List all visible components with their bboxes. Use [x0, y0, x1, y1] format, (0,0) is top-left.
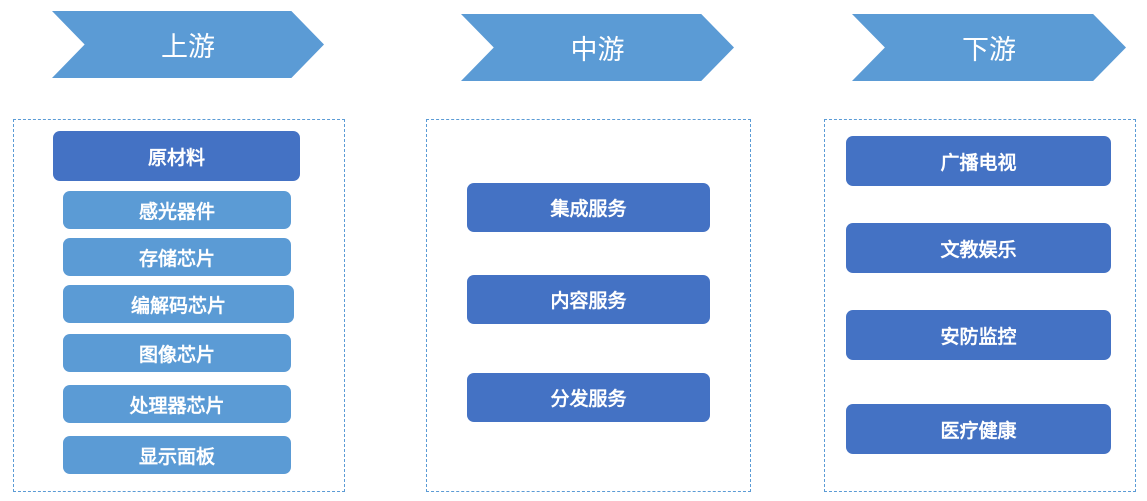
downstream-item: 文教娱乐: [846, 223, 1111, 273]
upstream-item: 存储芯片: [63, 238, 291, 276]
midstream-header: 中游: [461, 14, 734, 81]
upstream-header: 上游: [52, 11, 324, 78]
midstream-panel: [426, 119, 751, 492]
upstream-item: 显示面板: [63, 436, 291, 474]
midstream-item: 内容服务: [467, 275, 710, 324]
downstream-item: 医疗健康: [846, 404, 1111, 454]
downstream-panel: [824, 119, 1136, 492]
upstream-item: 感光器件: [63, 191, 291, 229]
upstream-header-label: 上游: [161, 32, 215, 63]
downstream-item: 安防监控: [846, 310, 1111, 360]
upstream-main-box: 原材料: [53, 131, 300, 181]
midstream-header-label: 中游: [570, 35, 625, 66]
midstream-item: 分发服务: [467, 373, 710, 422]
upstream-panel: [13, 119, 345, 492]
downstream-item: 广播电视: [846, 136, 1111, 186]
upstream-item: 图像芯片: [63, 334, 291, 372]
downstream-header: 下游: [852, 14, 1126, 81]
downstream-header-label: 下游: [962, 35, 1016, 66]
upstream-item: 处理器芯片: [63, 385, 291, 423]
midstream-item: 集成服务: [467, 183, 710, 232]
upstream-item: 编解码芯片: [63, 285, 294, 323]
